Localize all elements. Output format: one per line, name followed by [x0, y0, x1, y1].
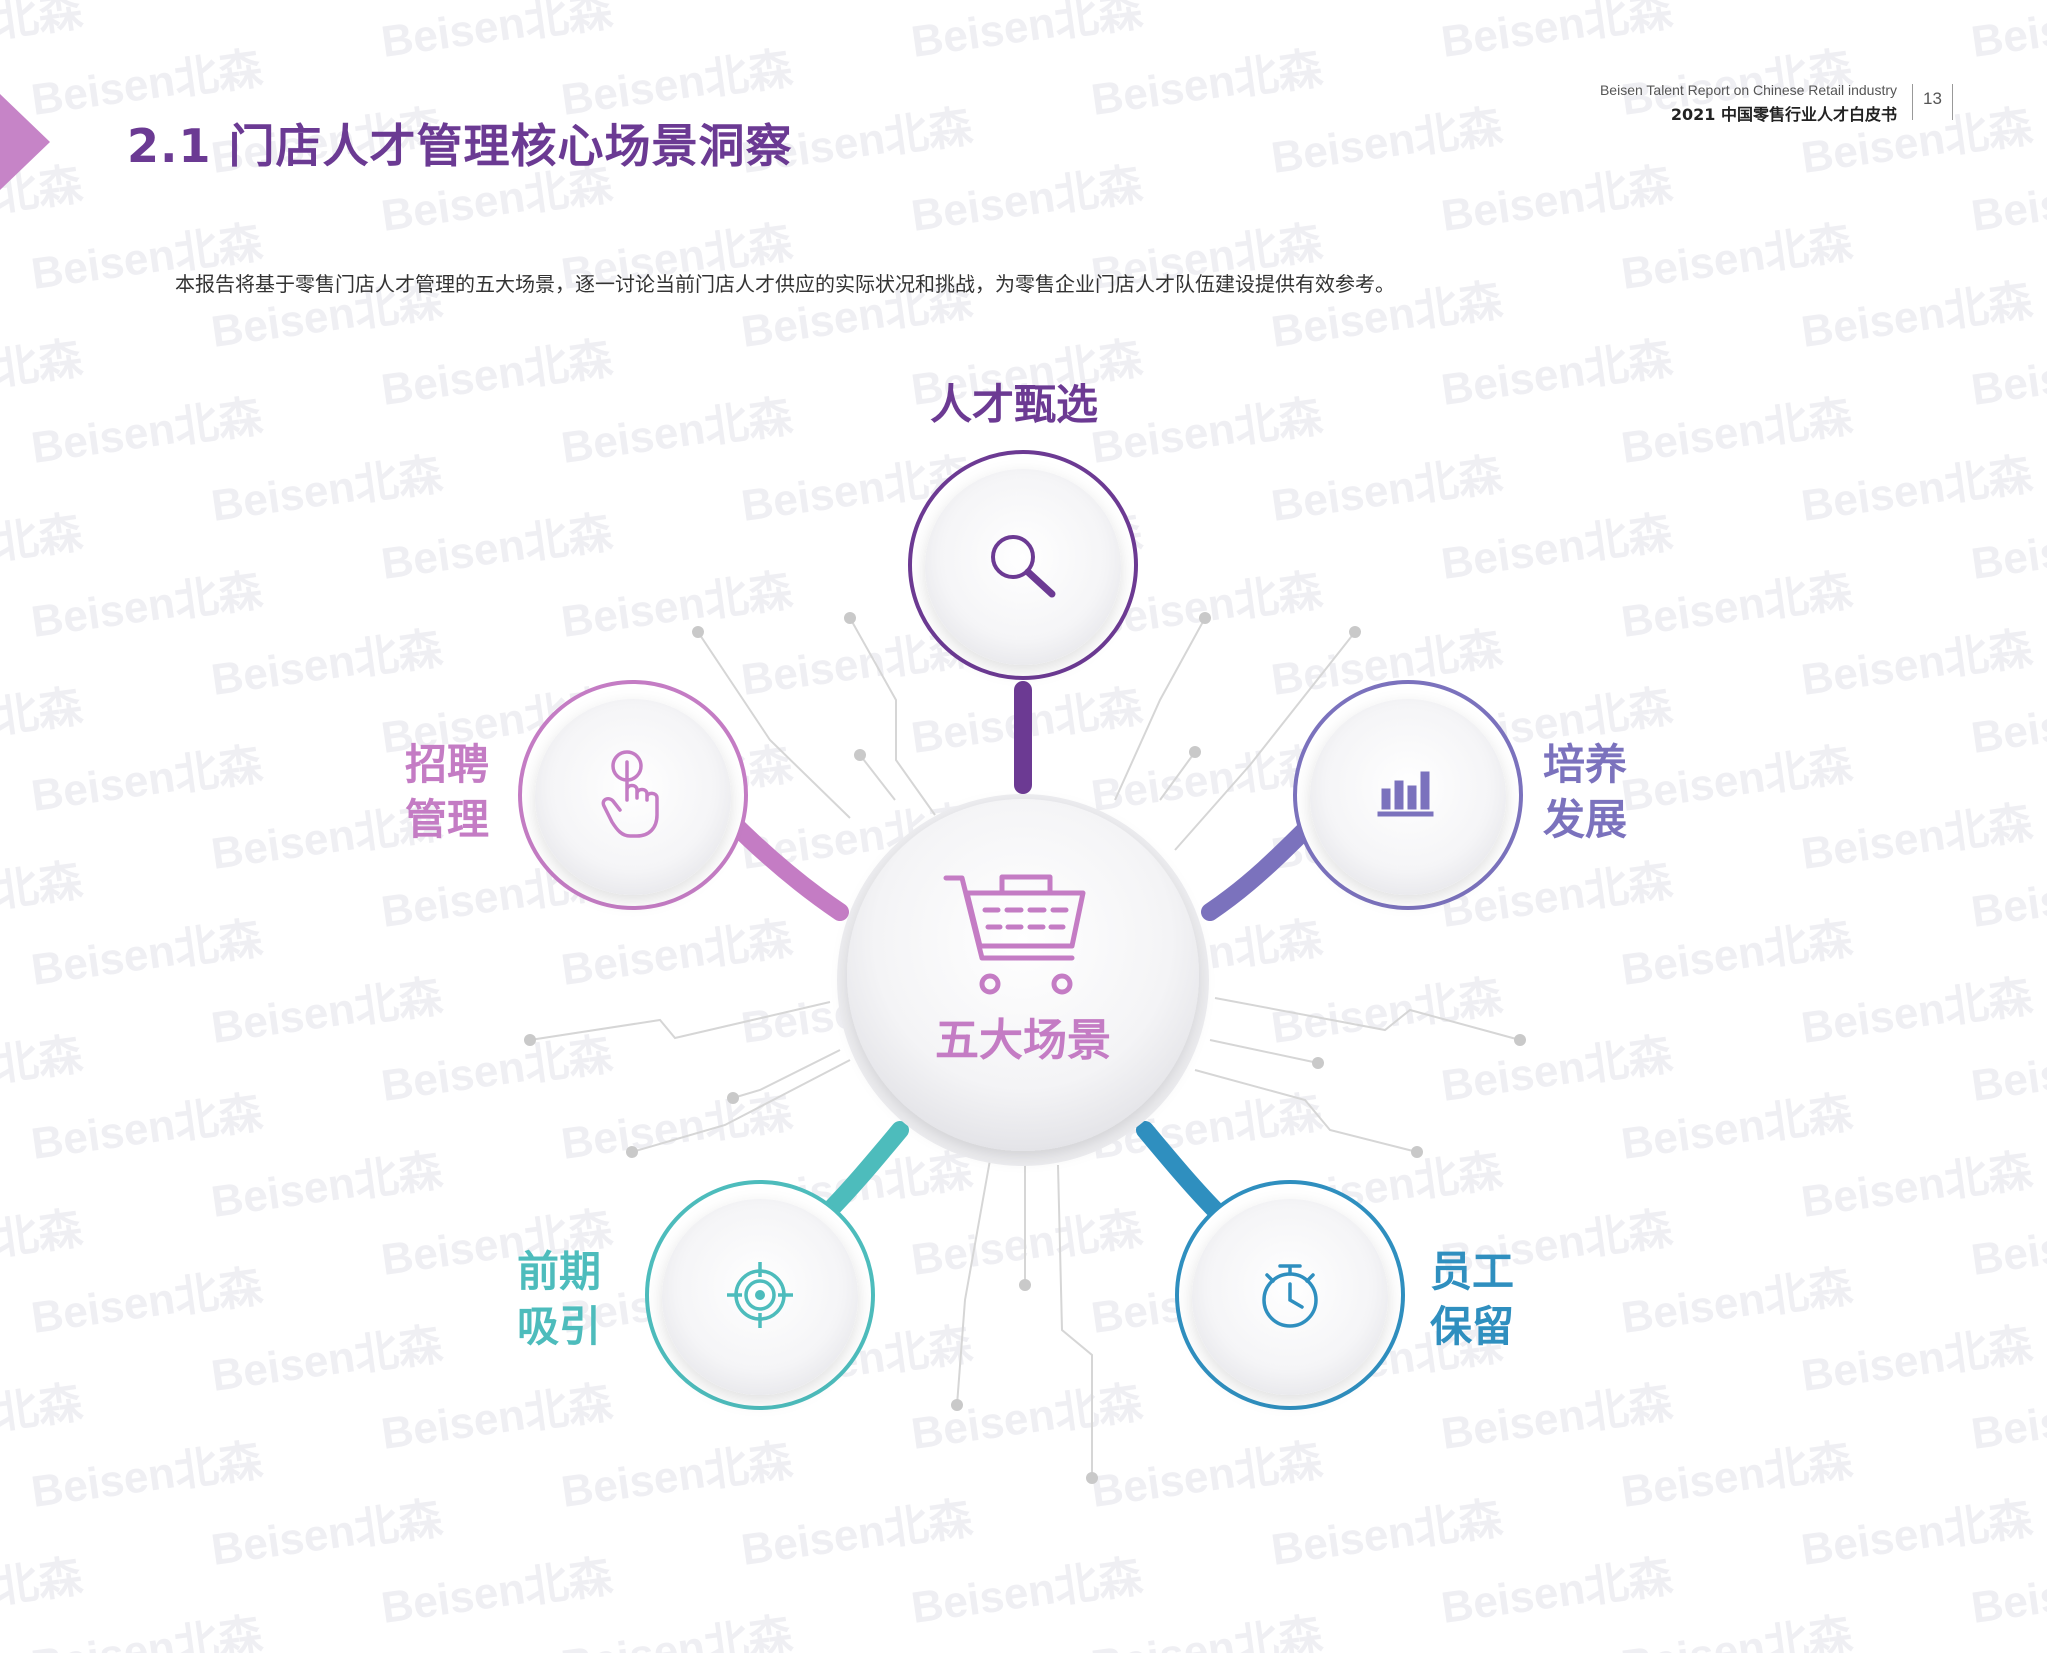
circuit-line — [1174, 631, 1356, 851]
circuit-dot — [626, 1146, 638, 1158]
stopwatch-icon — [1262, 1264, 1318, 1328]
corner-triangle-marker — [0, 94, 50, 190]
scene-node-attract — [645, 1180, 875, 1410]
center-label: 五大场景 — [935, 1015, 1111, 1066]
circuit-lines — [529, 617, 1521, 1478]
scene-label-recruit-line2: 管理 — [405, 794, 490, 844]
scene-label-recruit-line1: 招聘 — [405, 740, 490, 789]
scene-label-recruit: 招聘 管理 — [405, 738, 489, 847]
report-title-en: Beisen Talent Report on Chinese Retail i… — [1599, 82, 1897, 98]
circuit-line — [697, 631, 851, 819]
scene-label-retain: 员工 保留 — [1430, 1245, 1514, 1354]
scene-label-develop-line1: 培养 — [1543, 740, 1628, 789]
circuit-line — [1209, 1039, 1319, 1064]
circuit-line — [1159, 751, 1196, 801]
circuit-dot — [1411, 1146, 1423, 1158]
circuit-dot — [1086, 1472, 1098, 1484]
scene-label-selection: 人才甄选 — [930, 378, 1098, 433]
circuit-line — [956, 1159, 991, 1406]
scene-label-develop-line2: 发展 — [1543, 794, 1628, 844]
scene-node-develop — [1293, 680, 1523, 910]
circuit-line — [1194, 1069, 1418, 1153]
circuit-dot — [1312, 1057, 1324, 1069]
circuit-dot — [1349, 626, 1361, 638]
bar-chart-icon — [1377, 771, 1434, 817]
circuit-line — [1114, 617, 1206, 801]
circuit-line — [732, 1049, 841, 1099]
circuit-dot — [844, 612, 856, 624]
scene-label-develop: 培养 发展 — [1543, 738, 1627, 847]
scene-node-selection — [908, 450, 1138, 680]
circuit-dots — [524, 612, 1526, 1484]
circuit-dot — [727, 1092, 739, 1104]
magnifier-icon — [991, 535, 1056, 598]
connector-recruit — [721, 811, 849, 921]
scene-label-selection-line1: 人才甄选 — [930, 380, 1099, 429]
circuit-dot — [1199, 612, 1211, 624]
connector-develop — [1201, 811, 1324, 921]
page-title: 2.1 门店人才管理核心场景洞察 — [127, 119, 793, 173]
circuit-line — [1057, 1164, 1093, 1478]
circuit-dot — [1019, 1279, 1031, 1291]
target-icon — [727, 1262, 793, 1328]
scene-label-attract-line2: 吸引 — [517, 1301, 602, 1351]
shopping-cart-icon — [943, 874, 1086, 995]
circuit-dot — [1189, 746, 1201, 758]
pointing-hand-icon — [601, 750, 659, 838]
scene-label-attract: 前期 吸引 — [517, 1245, 601, 1354]
header-divider-left — [1912, 84, 1913, 120]
circuit-line — [1214, 997, 1521, 1041]
circuit-dot — [1514, 1034, 1526, 1046]
circuit-line — [859, 754, 896, 801]
scene-node-retain — [1175, 1180, 1405, 1410]
report-title-cn: 2021 中国零售行业人才白皮书 — [1670, 105, 1897, 124]
report-header: Beisen Talent Report on Chinese Retail i… — [1600, 82, 1897, 125]
scene-label-retain-line2: 保留 — [1430, 1301, 1515, 1351]
circuit-dot — [854, 749, 866, 761]
center-node: 五大场景 — [837, 794, 1209, 1166]
scene-label-attract-line1: 前期 — [517, 1247, 602, 1296]
circuit-line — [631, 1059, 851, 1153]
scene-node-recruit — [518, 680, 748, 910]
intro-paragraph: 本报告将基于零售门店人才管理的五大场景，逐一讨论当前门店人才供应的实际状况和挑战… — [175, 272, 1395, 296]
connector-retain — [1136, 1121, 1229, 1224]
circuit-line — [849, 617, 936, 816]
circuit-dot — [692, 626, 704, 638]
page-number: 13 — [1923, 89, 1942, 108]
circuit-dot — [951, 1399, 963, 1411]
connector-attract — [816, 1121, 909, 1224]
header-divider-right — [1952, 84, 1953, 120]
circuit-line — [529, 1001, 831, 1041]
circuit-dot — [524, 1034, 536, 1046]
scene-label-retain-line1: 员工 — [1430, 1247, 1515, 1296]
